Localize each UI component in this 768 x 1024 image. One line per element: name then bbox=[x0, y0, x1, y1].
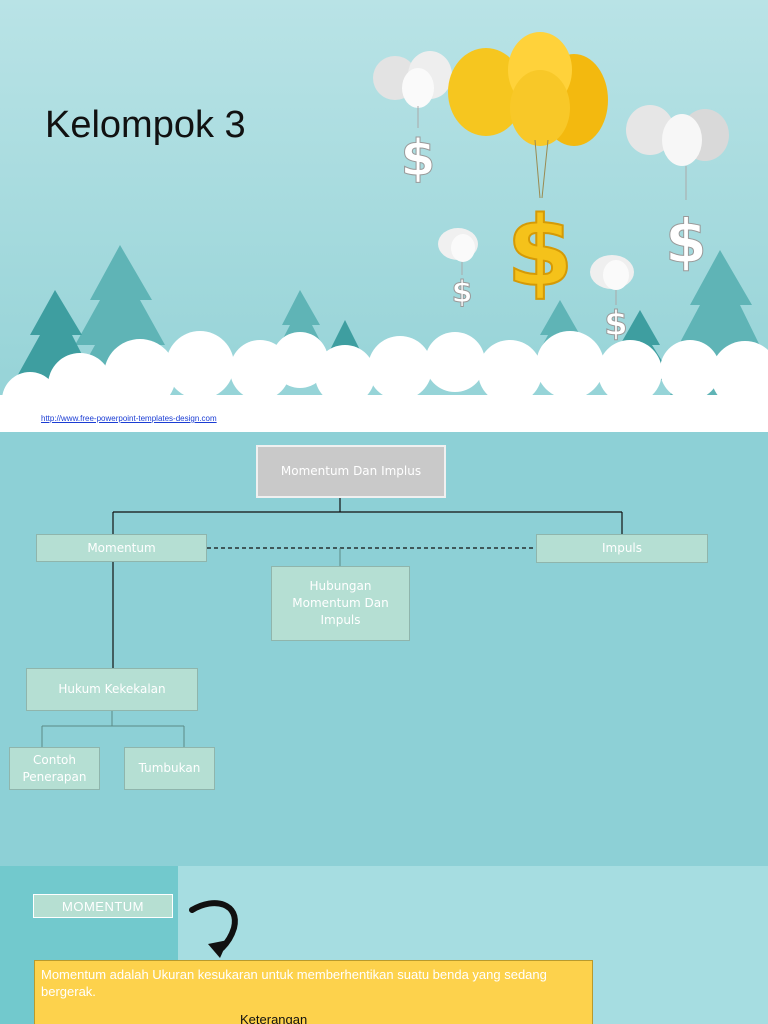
hubungan-node: Hubungan Momentum Dan Impuls bbox=[271, 566, 410, 641]
cloud-icon bbox=[0, 331, 768, 432]
curved-arrow-icon bbox=[189, 900, 238, 958]
momentum-node: Momentum bbox=[36, 534, 207, 562]
dollar-icon: $ bbox=[452, 275, 473, 310]
dollar-icon: $ bbox=[401, 129, 436, 187]
gold-balloon-icon bbox=[448, 32, 608, 199]
dollar-icon: $ bbox=[665, 207, 707, 277]
template-link[interactable]: http://www.free-powerpoint-templates-des… bbox=[41, 414, 217, 423]
keterangan-label: Keterangan bbox=[240, 1012, 308, 1024]
root-node: Momentum Dan Implus bbox=[256, 445, 446, 498]
tumbukan-node: Tumbukan bbox=[124, 747, 215, 790]
definition-text: Momentum adalah Ukuran kesukaran untuk m… bbox=[41, 967, 547, 999]
balloon-forest-illustration: $ $ $ $ $ bbox=[0, 32, 768, 432]
concept-map-slide: Momentum Dan Implus Momentum Impuls Hubu… bbox=[0, 432, 768, 866]
momentum-label: MOMENTUM bbox=[33, 894, 173, 918]
slide-title: Kelompok 3 bbox=[45, 104, 246, 146]
balloon-icon bbox=[626, 105, 729, 200]
connector-lines bbox=[41, 498, 623, 747]
balloon-icon bbox=[373, 51, 452, 128]
contoh-penerapan-node: Contoh Penerapan bbox=[9, 747, 100, 790]
dollar-icon: $ bbox=[604, 304, 628, 344]
balloon-icon bbox=[438, 228, 478, 275]
momentum-slide: MOMENTUM Momentum adalah Ukuran kesukara… bbox=[0, 866, 768, 1024]
balloon-icon bbox=[590, 255, 634, 305]
gold-dollar-icon: $ bbox=[507, 196, 574, 308]
title-slide: $ $ $ $ $ Kelompok 3 http://www.free-pow… bbox=[0, 0, 768, 432]
hukum-kekekalan-node: Hukum Kekekalan bbox=[26, 668, 198, 711]
definition-box: Momentum adalah Ukuran kesukaran untuk m… bbox=[34, 960, 593, 1024]
impuls-node: Impuls bbox=[536, 534, 708, 563]
